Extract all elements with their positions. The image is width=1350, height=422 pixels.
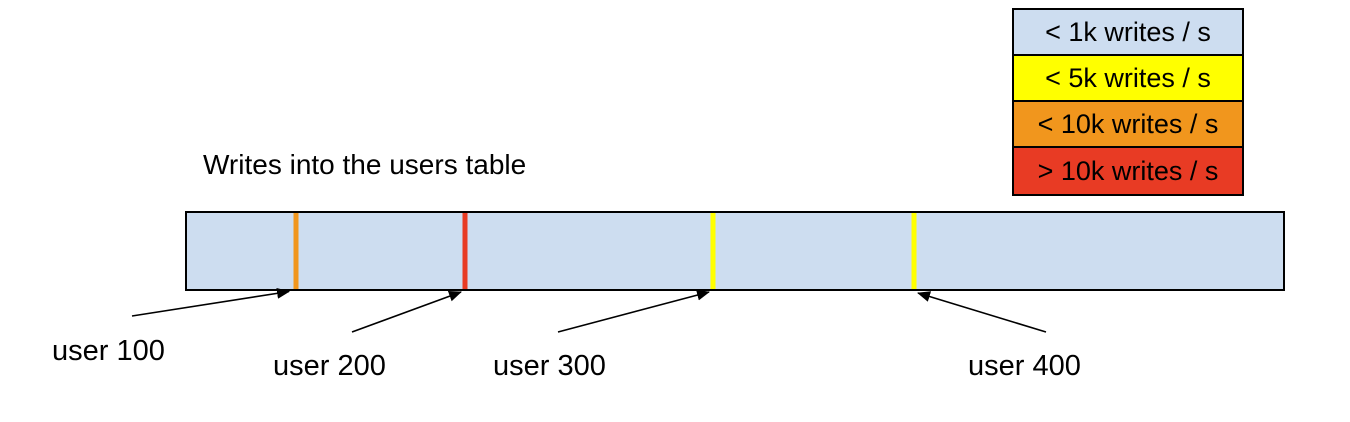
arrow-user-100 bbox=[131, 287, 290, 317]
legend-label-lt-5k: < 5k writes / s bbox=[1045, 62, 1211, 93]
legend-item-lt-5k: < 5k writes / s bbox=[1014, 56, 1242, 102]
arrow-user-300 bbox=[557, 289, 710, 333]
legend-label-gt-10k: > 10k writes / s bbox=[1037, 155, 1219, 186]
legend-item-gt-10k: > 10k writes / s bbox=[1014, 148, 1242, 194]
user-400-label: user 400 bbox=[968, 350, 1081, 382]
arrow-user-400 bbox=[917, 291, 1047, 333]
user-200-label: user 200 bbox=[273, 350, 386, 382]
user-300-label: user 300 bbox=[493, 350, 606, 382]
diagram-title: Writes into the users table bbox=[203, 149, 527, 180]
legend-item-lt-10k: < 10k writes / s bbox=[1014, 102, 1242, 148]
user-100-label: user 100 bbox=[52, 335, 165, 367]
legend: < 1k writes / s < 5k writes / s < 10k wr… bbox=[1012, 8, 1244, 196]
legend-label-lt-1k: < 1k writes / s bbox=[1045, 16, 1211, 47]
stripe-user-100 bbox=[293, 213, 298, 289]
legend-item-lt-1k: < 1k writes / s bbox=[1014, 10, 1242, 56]
legend-label-lt-10k: < 10k writes / s bbox=[1037, 108, 1219, 139]
stripe-user-300 bbox=[710, 213, 716, 289]
arrow-user-200 bbox=[351, 290, 462, 333]
stripe-user-200 bbox=[462, 213, 468, 289]
stripe-user-400 bbox=[911, 213, 917, 289]
users-table-bar bbox=[185, 211, 1285, 291]
